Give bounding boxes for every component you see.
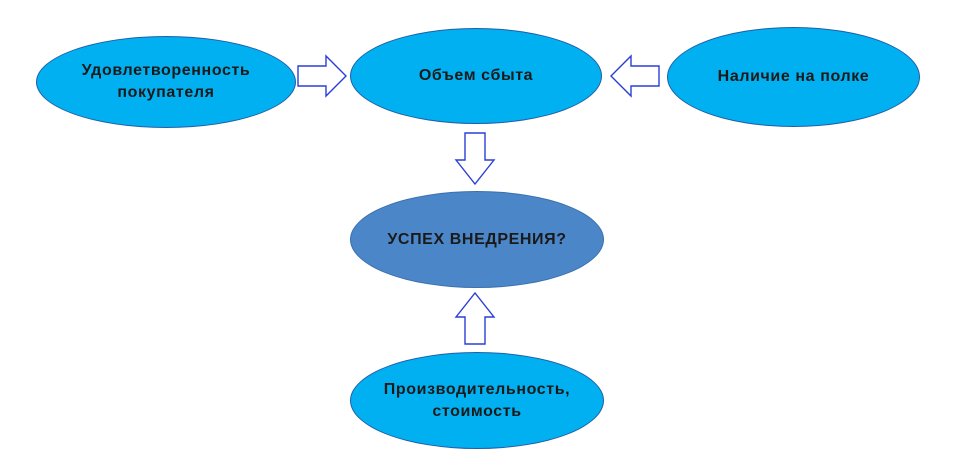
- productivity-cost-node: Производительность, стоимость: [350, 352, 604, 449]
- productivity-cost-label: Производительность, стоимость: [383, 380, 571, 420]
- sales-volume-node: Объем сбыта: [350, 28, 602, 124]
- sales-volume-label: Объем сбыта: [418, 67, 534, 84]
- implementation-success-label: УСПЕХ ВНЕДРЕНИЯ?: [387, 230, 567, 248]
- arrow-satisfaction-to-sales: [297, 54, 347, 98]
- shelf-availability-label: Наличие на полке: [717, 68, 870, 85]
- arrow-productivity-to-success: [454, 291, 496, 345]
- arrow-shelf-to-sales: [610, 54, 660, 98]
- implementation-success-node: УСПЕХ ВНЕДРЕНИЯ?: [350, 191, 604, 288]
- customer-satisfaction-label: Удовлетворенность покупателя: [81, 62, 251, 101]
- shelf-availability-node: Наличие на полке: [667, 27, 920, 127]
- arrow-sales-to-success: [454, 132, 496, 186]
- customer-satisfaction-node: Удовлетворенность покупателя: [36, 36, 296, 128]
